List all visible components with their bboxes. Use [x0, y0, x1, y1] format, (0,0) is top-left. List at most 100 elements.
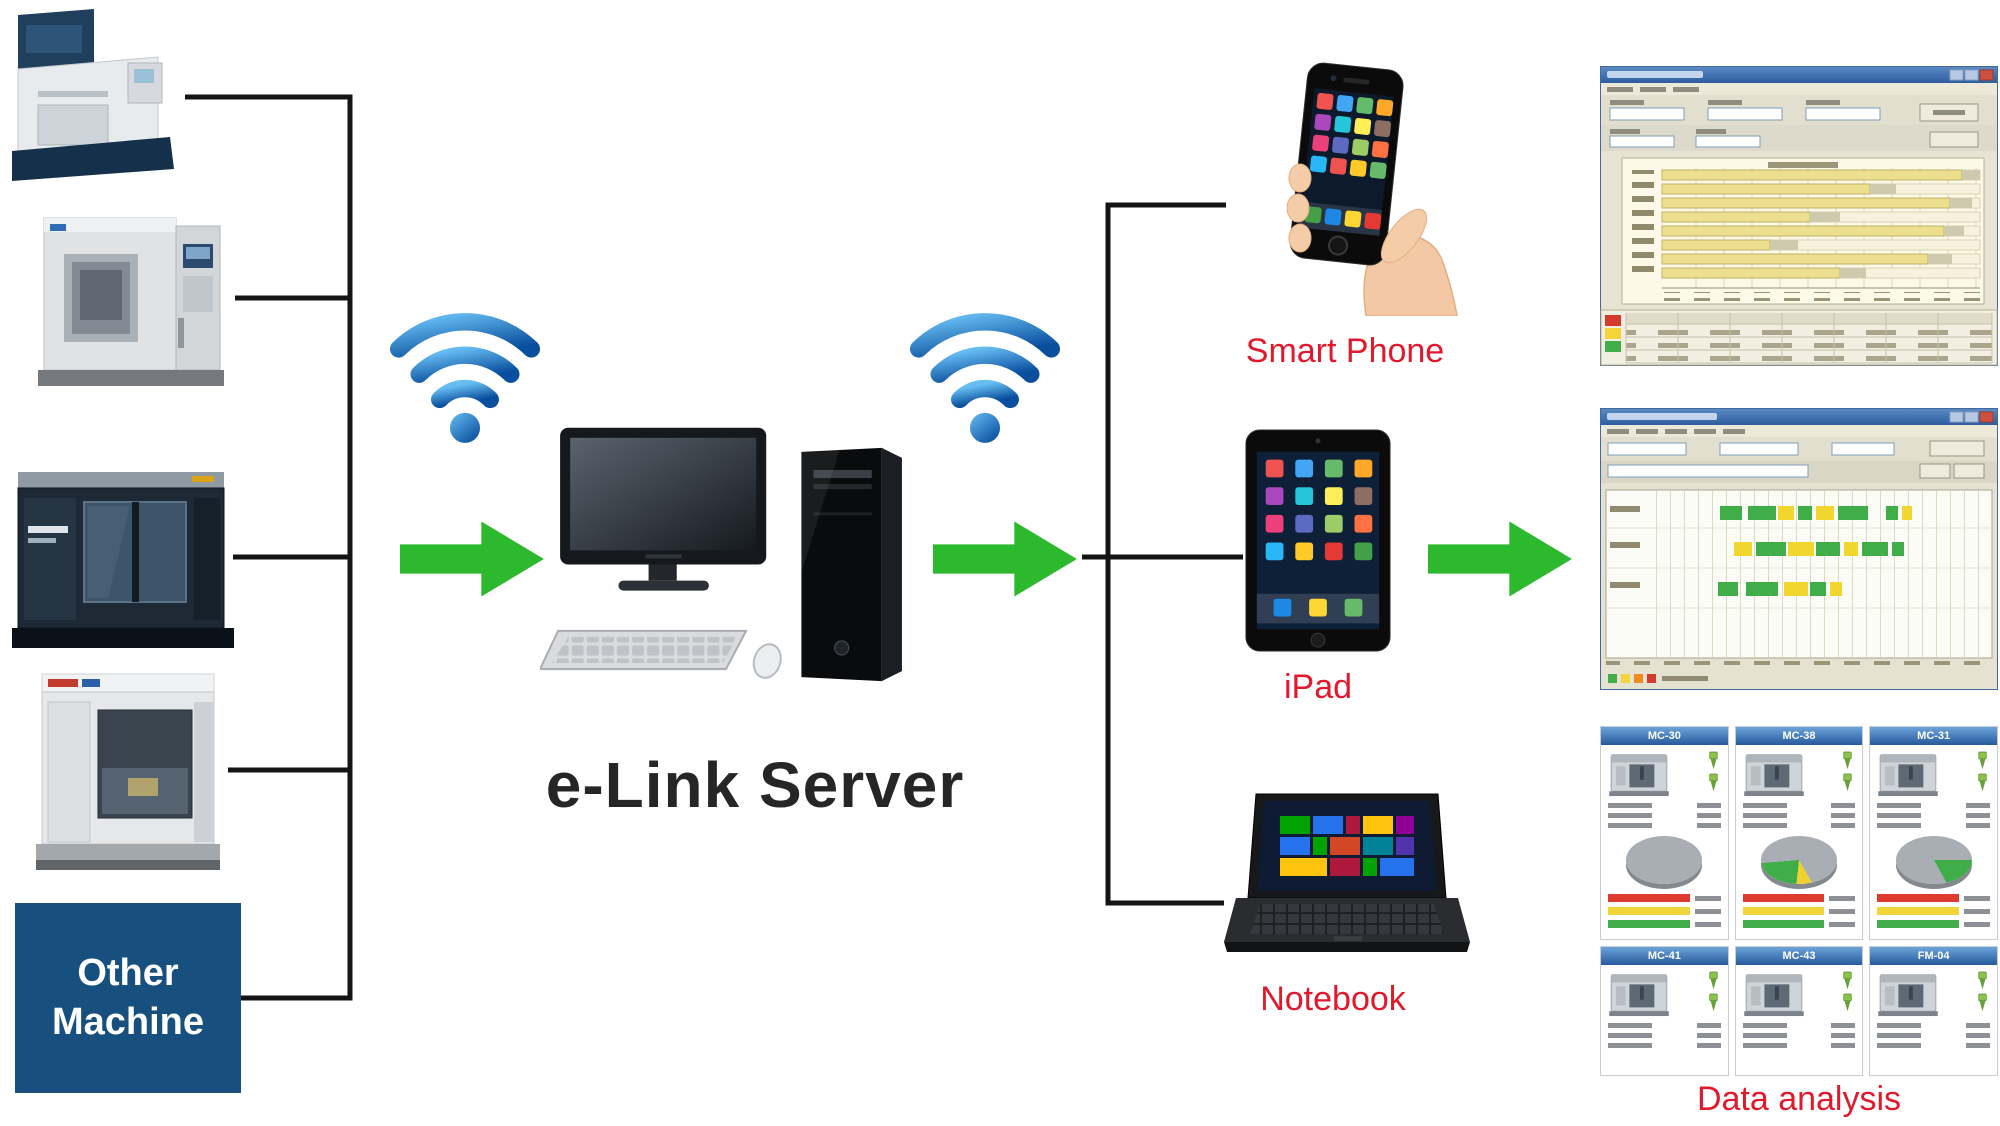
- notebook-image: [1224, 793, 1470, 952]
- tool-icon: [1975, 751, 1990, 771]
- ipad-label: iPad: [1283, 668, 1353, 706]
- band-color: [1877, 907, 1959, 915]
- gantt-chart: [1621, 157, 1985, 305]
- status-band-green: [1742, 919, 1856, 929]
- tile-header: FM-04: [1870, 947, 1997, 965]
- machine-thumbnail-icon: [1743, 749, 1805, 797]
- band-color: [1608, 907, 1690, 915]
- band-color: [1877, 894, 1959, 902]
- menu-bar: [1601, 83, 1997, 95]
- tile-body: [1736, 745, 1863, 939]
- toolbar: [1601, 437, 1997, 483]
- band-color: [1608, 920, 1690, 928]
- server-computer-image: [540, 427, 902, 682]
- tile-body: [1601, 745, 1728, 939]
- status-table: [1600, 309, 1998, 366]
- tile-stat-row: [1743, 812, 1856, 819]
- pie-chart: [1626, 836, 1703, 884]
- other-machine-box: Other Machine: [15, 903, 241, 1093]
- server-title: e-Link Server: [545, 749, 965, 821]
- monitoring-screenshot-2: [1600, 408, 1998, 690]
- tile-thumb-row: [1743, 749, 1856, 799]
- tile-header: MC-38: [1735, 727, 1863, 745]
- status-band-red: [1877, 893, 1990, 903]
- tile-stat-row: [1743, 1032, 1856, 1039]
- machining-center-dark-image: [12, 472, 234, 648]
- status-band-green: [1608, 919, 1721, 929]
- tile-body: [1601, 965, 1728, 1075]
- wire-edm-machine-image: [12, 9, 174, 181]
- tool-icons: [1706, 749, 1721, 795]
- tile-stat-row: [1608, 822, 1721, 829]
- analysis-tile-mc30: MC-30: [1600, 726, 1729, 940]
- tile-stat-row: [1608, 812, 1721, 819]
- tool-icon: [1706, 751, 1721, 771]
- tool-icons: [1975, 969, 1990, 1015]
- band-color: [1742, 894, 1825, 902]
- band-color: [1877, 920, 1959, 928]
- analysis-tile-mc43: MC-43: [1734, 946, 1864, 1076]
- tile-stat-row: [1877, 822, 1990, 829]
- tool-icon: [1840, 993, 1855, 1013]
- analysis-tile-mc38: MC-38: [1734, 726, 1864, 940]
- band-color: [1742, 920, 1825, 928]
- window-title-bar: [1601, 409, 1997, 425]
- tile-stat-row: [1743, 1042, 1856, 1049]
- tool-icon: [1840, 971, 1855, 991]
- machine-thumbnail-icon: [1877, 969, 1939, 1017]
- tile-body: [1870, 965, 1997, 1075]
- analysis-panel: MC-30 MC-38: [1600, 726, 1998, 1078]
- tile-stat-row: [1608, 1042, 1721, 1049]
- tile-stat-row: [1877, 802, 1990, 809]
- machine-thumbnail-icon: [1608, 969, 1670, 1017]
- tool-icon: [1975, 993, 1990, 1013]
- machine-thumbnail-icon: [1877, 749, 1939, 797]
- tile-header: MC-43: [1735, 947, 1863, 965]
- tile-thumb-row: [1877, 749, 1990, 799]
- tile-thumb-row: [1877, 969, 1990, 1019]
- wifi-right-icon: [906, 292, 1064, 450]
- pie-chart: [1760, 836, 1837, 884]
- tool-icon: [1975, 971, 1990, 991]
- analysis-tile-mc41: MC-41: [1600, 946, 1729, 1076]
- notebook-label: Notebook: [1260, 980, 1406, 1018]
- ipad-image: [1245, 429, 1391, 652]
- tool-icons: [1706, 969, 1721, 1015]
- analysis-tile-mc31: MC-31: [1869, 726, 1998, 940]
- other-machine-label-line1: Other: [77, 951, 179, 994]
- tool-icon: [1706, 993, 1721, 1013]
- edm-machine-image: [38, 217, 224, 386]
- tile-stat-row: [1877, 1032, 1990, 1039]
- status-band-red: [1742, 893, 1856, 903]
- flow-arrow-3-icon: [1428, 517, 1574, 601]
- menu-bar: [1601, 425, 1997, 437]
- tool-icons: [1840, 969, 1855, 1015]
- tile-stat-row: [1608, 802, 1721, 809]
- status-band-green: [1877, 919, 1990, 929]
- band-color: [1742, 907, 1825, 915]
- tile-thumb-row: [1743, 969, 1856, 1019]
- tool-icons: [1840, 749, 1855, 795]
- pie-chart: [1895, 836, 1972, 884]
- tool-icons: [1975, 749, 1990, 795]
- other-machine-label-line2: Machine: [51, 1001, 205, 1043]
- wifi-left-icon: [386, 292, 544, 450]
- status-band-red: [1608, 893, 1721, 903]
- toolbar: [1601, 95, 1997, 151]
- window-title-bar: [1601, 67, 1997, 83]
- tile-stat-row: [1877, 1022, 1990, 1029]
- tool-icon: [1840, 773, 1855, 793]
- analysis-tile-fm04: FM-04: [1869, 946, 1998, 1076]
- flow-arrow-2-icon: [933, 517, 1079, 601]
- tile-thumb-row: [1608, 969, 1721, 1019]
- data-analysis-label: Data analysis: [1696, 1080, 1902, 1118]
- status-band-yellow: [1608, 906, 1721, 916]
- status-legend: [1608, 674, 1708, 683]
- tile-header: MC-41: [1601, 947, 1728, 965]
- machine-thumbnail-icon: [1608, 749, 1670, 797]
- status-band-yellow: [1742, 906, 1856, 916]
- tile-stat-row: [1743, 822, 1856, 829]
- tool-icon: [1975, 773, 1990, 793]
- schedule-grid: [1605, 489, 1993, 670]
